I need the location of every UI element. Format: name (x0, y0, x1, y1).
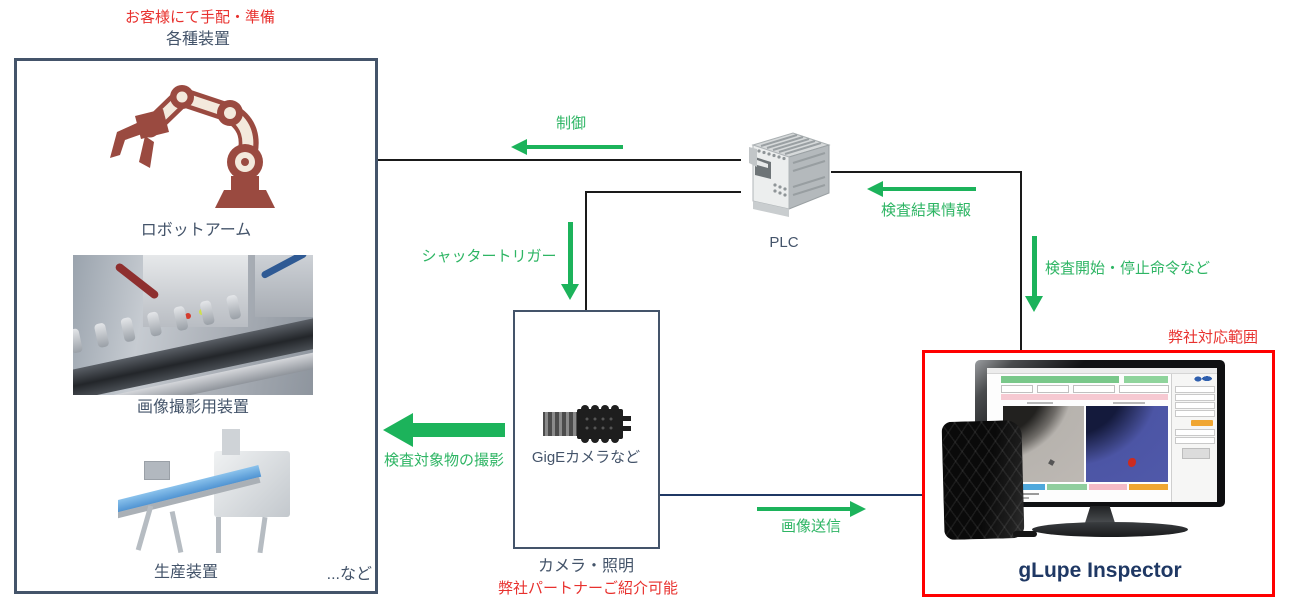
pc-foot (1013, 531, 1037, 537)
etc-label: ...など (326, 566, 372, 583)
inspection-result-flow-label: 検査結果情報 (880, 202, 971, 219)
start-stop-arrow-stem (1032, 236, 1037, 298)
production-device-photo (118, 423, 298, 556)
leg-4 (257, 516, 268, 554)
app-sidebar-field (1175, 394, 1215, 401)
line-plc-to-devices (378, 159, 741, 161)
control-arrow-head (511, 139, 527, 155)
image-send-arrow-head (850, 501, 866, 517)
app-field (1037, 385, 1069, 393)
app-status-bar-pink (1089, 484, 1127, 490)
app-titlebar (987, 368, 1217, 374)
app-field (1001, 385, 1033, 393)
app-panel-caption-left (1027, 402, 1053, 404)
image-send-arrow-stem (757, 507, 852, 511)
plc-label: PLC (769, 234, 799, 251)
line-camera-to-glupe (660, 494, 923, 496)
shutter-trigger-arrow-stem (568, 222, 573, 286)
object-capture-flow-label: 検査対象物の撮影 (383, 452, 504, 469)
inspection-result-arrow-stem (882, 187, 976, 191)
app-green-button (1124, 376, 1168, 383)
app-field (1119, 385, 1169, 393)
object-capture-arrow (383, 413, 505, 447)
gige-camera-icon (543, 405, 631, 443)
imaging-device-label: 画像撮影用装置 (136, 399, 249, 416)
start-stop-flow-label: 検査開始・停止命令など (1045, 260, 1211, 277)
app-status-bar-orange (1129, 484, 1168, 490)
app-panel-caption-right (1113, 402, 1145, 404)
glupe-pc-tower (941, 419, 1025, 541)
glupe-app-screen (987, 368, 1217, 502)
app-sidebar-field (1175, 386, 1215, 393)
shutter-trigger-flow-label: シャッタートリガー (421, 248, 557, 265)
inspection-result-arrow-head (867, 181, 883, 197)
robot-arm-label: ロボットアーム (140, 222, 252, 239)
app-sidebar-field (1175, 410, 1215, 417)
devices-box-title: 各種装置 (165, 31, 230, 48)
app-green-bar (1001, 376, 1119, 383)
line-plc-to-glupe-h (831, 171, 1022, 173)
line-plc-to-camera-h (585, 191, 741, 193)
leg-2 (169, 510, 184, 554)
camera-box-caption: カメラ・照明 (537, 558, 634, 575)
gige-camera-label: GigEカメラなど (531, 449, 641, 466)
app-status-bar-green (1047, 484, 1087, 490)
machine-hopper (222, 429, 240, 455)
app-sidebar-field (1175, 429, 1215, 436)
partner-note: 弊社パートナーご紹介可能 (497, 580, 678, 597)
plc-icon (749, 132, 831, 217)
image-send-flow-label: 画像送信 (780, 518, 841, 535)
leg-3 (216, 517, 221, 553)
glupe-scope-box (922, 350, 1275, 597)
control-flow-label: 制御 (555, 115, 586, 132)
monitor-stand-base (1032, 522, 1188, 537)
glupe-logo (1192, 375, 1212, 383)
monitor-stand-neck (1085, 506, 1115, 523)
control-panel (144, 461, 170, 480)
app-pink-bar (1001, 394, 1168, 400)
production-device-label: 生産装置 (153, 564, 218, 581)
customer-preparation-note: お客様にて手配・準備 (124, 9, 275, 26)
glupe-product-label: gLupe Inspector (1018, 559, 1182, 582)
red-light (185, 313, 191, 319)
robot-arm-icon (110, 85, 275, 208)
shutter-trigger-arrow-head (561, 284, 579, 300)
app-sidebar-field (1175, 437, 1215, 444)
line-plc-to-camera-v (585, 191, 587, 310)
control-arrow-stem (526, 145, 623, 149)
line-plc-to-glupe-v (1020, 171, 1022, 351)
app-orange-button (1191, 420, 1213, 426)
app-sidebar-field (1175, 402, 1215, 409)
app-grey-button (1182, 448, 1210, 459)
app-image-panel-ng (1086, 406, 1168, 482)
imaging-device-photo (73, 255, 313, 395)
scope-note: 弊社対応範囲 (1167, 329, 1258, 346)
app-status-bar-blue (1003, 484, 1045, 490)
start-stop-arrow-head (1025, 296, 1043, 312)
app-field (1073, 385, 1115, 393)
